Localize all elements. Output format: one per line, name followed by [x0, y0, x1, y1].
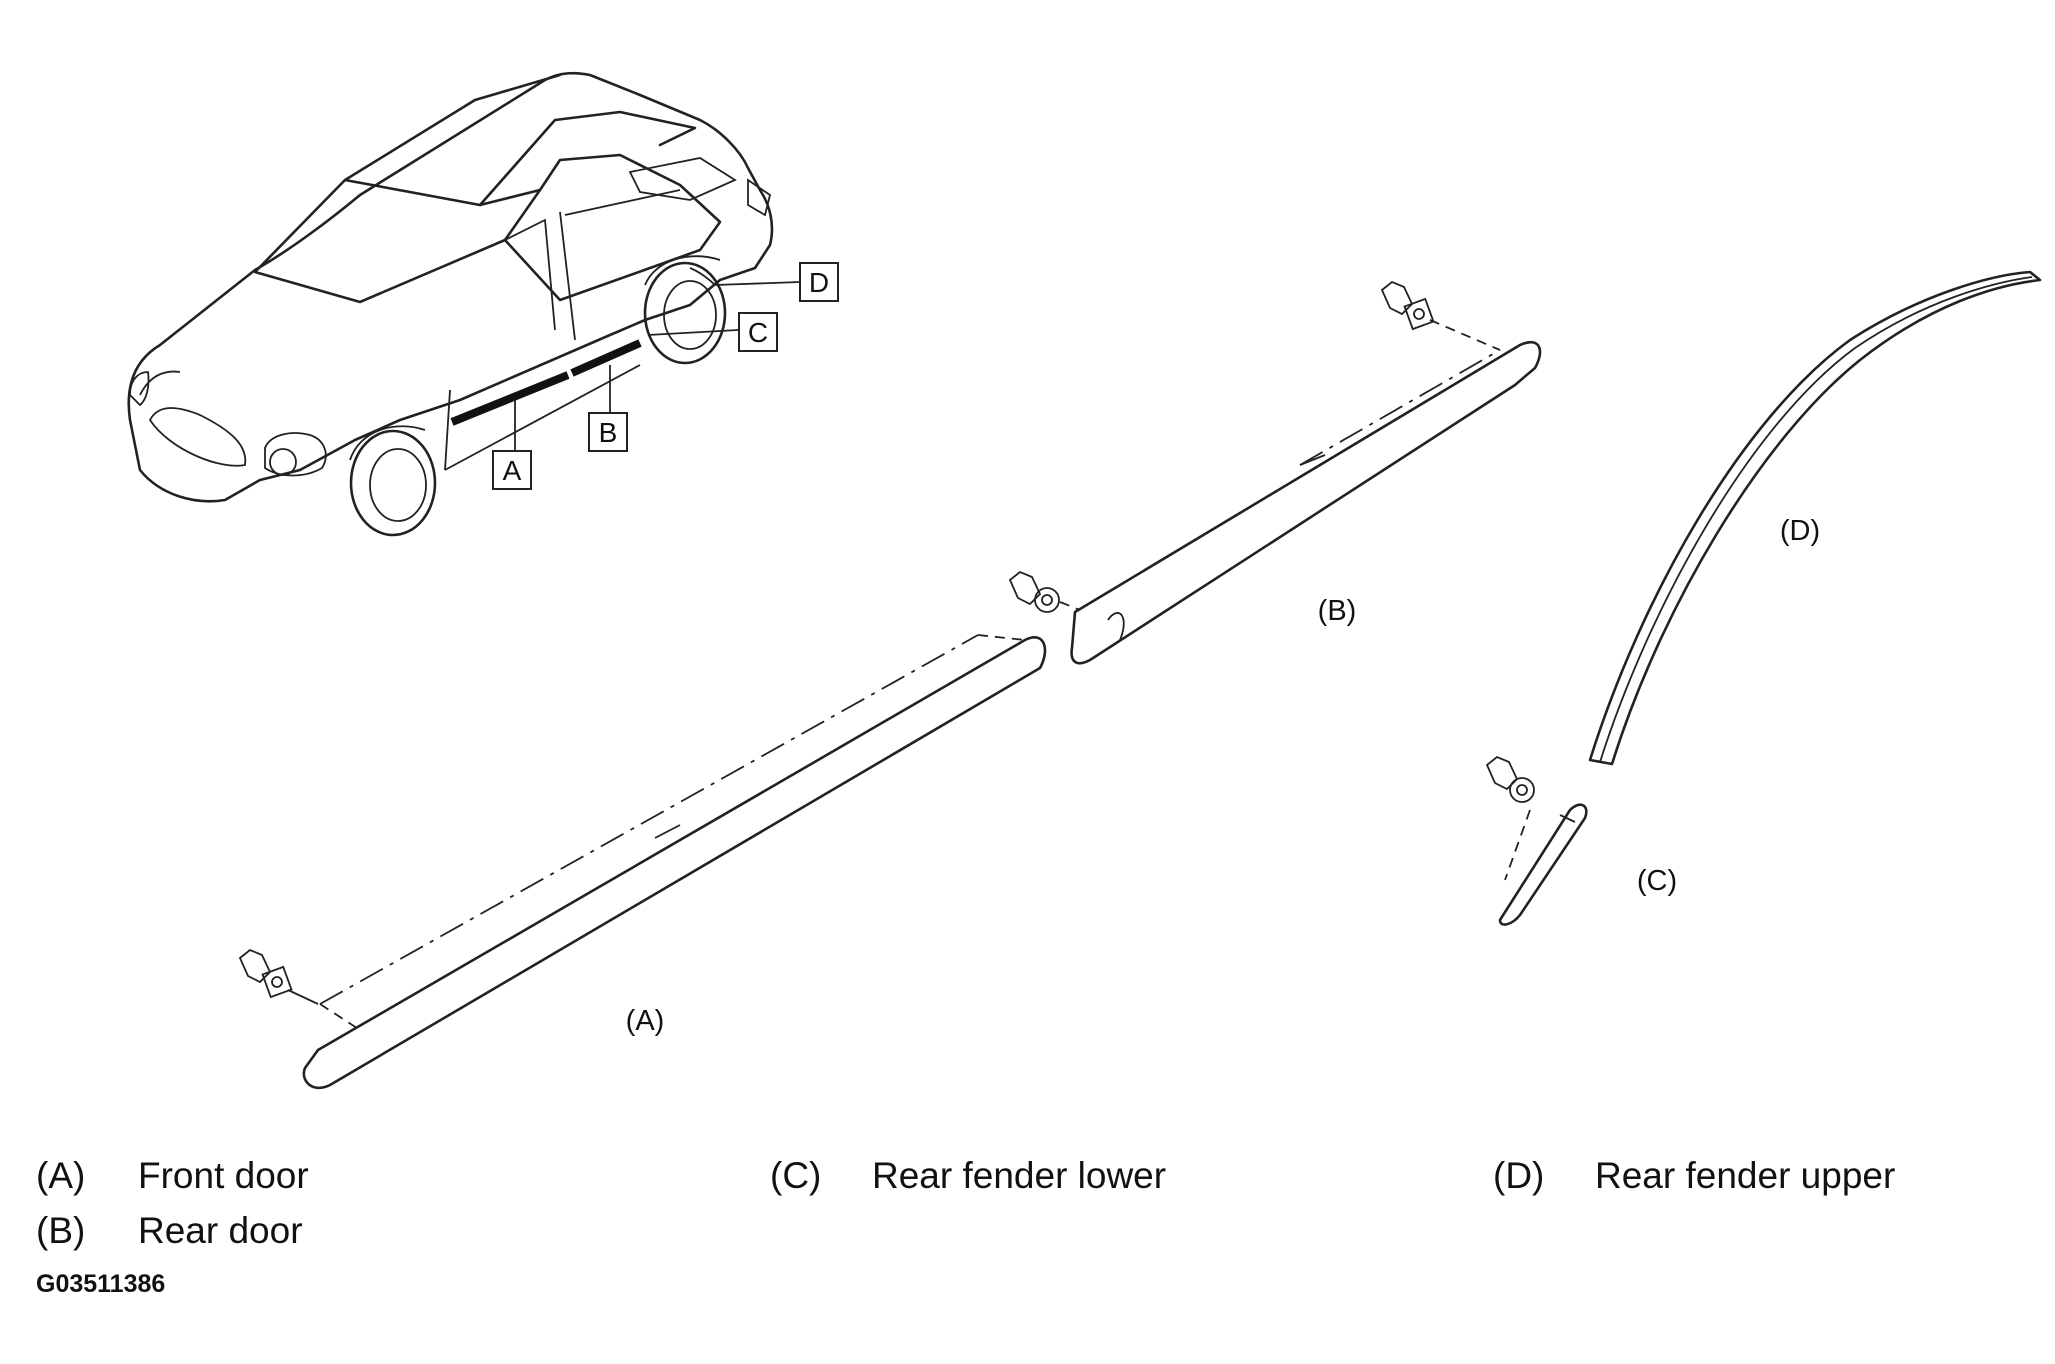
- clip-icon: [1008, 570, 1081, 613]
- svg-text:D: D: [809, 267, 829, 298]
- legend-text: Rear door: [138, 1210, 303, 1251]
- car-illustration: [127, 71, 801, 537]
- part-label-b: (B): [1318, 595, 1357, 627]
- part-label-d: (D): [1780, 515, 1820, 547]
- callout-b: B: [588, 412, 628, 452]
- legend-key: (B): [36, 1210, 86, 1251]
- rear-door-molding: [1070, 319, 1542, 665]
- legend-text: Rear fender upper: [1595, 1155, 1896, 1196]
- figure-id: G03511386: [36, 1270, 166, 1298]
- svg-text:A: A: [503, 455, 522, 486]
- svg-text:B: B: [599, 417, 618, 448]
- part-label-c: (C): [1637, 865, 1677, 897]
- legend-key: (C): [770, 1155, 822, 1196]
- legend-key: (A): [36, 1155, 86, 1196]
- clip-icon: [1485, 755, 1535, 803]
- front-door-molding: [302, 634, 1047, 1090]
- callout-a: A: [492, 450, 532, 490]
- clip-icon: [238, 948, 319, 1005]
- rear-fender-lower-molding: [1498, 803, 1588, 926]
- legend-text: Rear fender lower: [872, 1155, 1167, 1196]
- clip-icon: [1380, 280, 1435, 331]
- part-label-a: (A): [626, 1005, 665, 1037]
- callout-c: C: [738, 312, 778, 352]
- svg-text:C: C: [748, 317, 768, 348]
- rear-fender-upper-molding: [1588, 270, 2042, 766]
- legend-key: (D): [1493, 1155, 1545, 1196]
- callout-d: D: [799, 262, 839, 302]
- legend-text: Front door: [138, 1155, 309, 1196]
